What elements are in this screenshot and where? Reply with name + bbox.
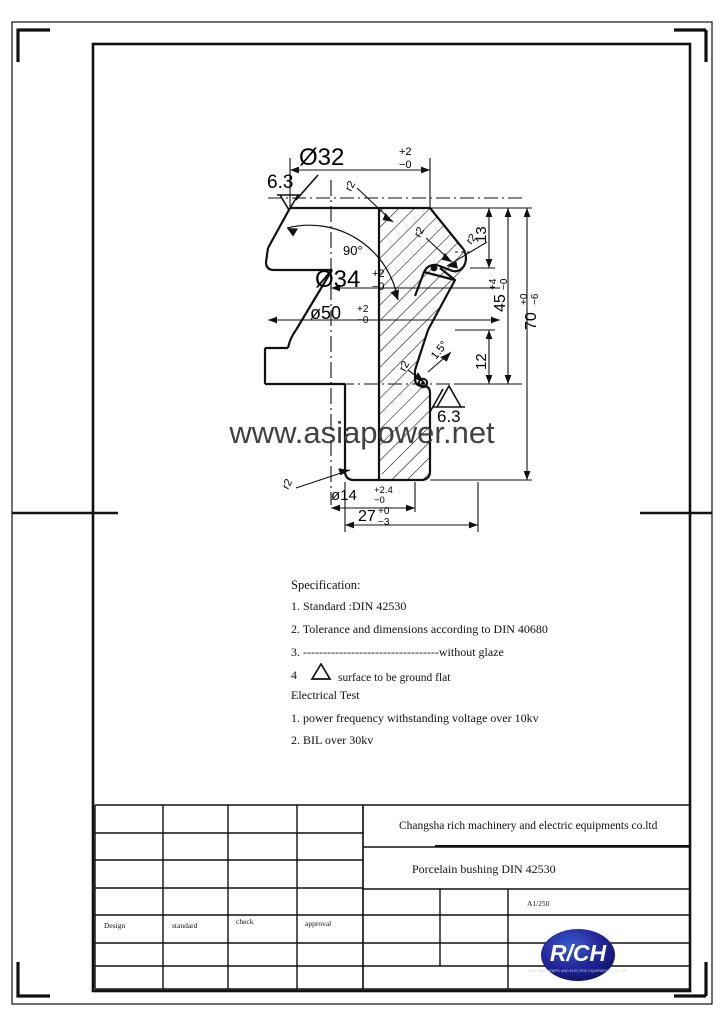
annotation-angle-90: 90°	[343, 243, 363, 258]
role-cell-standard: standard	[172, 921, 198, 930]
dim-stem-diameter-lower: −0	[374, 495, 385, 506]
spec-electrical-item-0: 1. power frequency withstanding voltage …	[291, 711, 539, 725]
specification-block: Specification: 1. Standard :DIN 42530 2.…	[291, 578, 548, 747]
dim-lower-height: 12	[473, 353, 490, 370]
dim-stem-diameter: ø14	[331, 487, 357, 504]
radius-dot-taper	[417, 377, 429, 389]
role-cell-design: Design	[104, 921, 125, 930]
spec-electrical-item-1: 2. BIL over 30kv	[291, 733, 373, 747]
dim-mid-diameter-lower: −0	[372, 281, 385, 293]
role-cell-check: check	[236, 917, 254, 926]
dim-mid-height: 45	[492, 294, 509, 312]
dim-stem-length: 27	[358, 508, 376, 525]
dim-stem-length-upper: +0	[378, 506, 390, 517]
title-block-company: Changsha rich machinery and electric equ…	[399, 820, 658, 832]
logo-wordmark: R/CH	[550, 940, 607, 966]
title-block-drawing-title: Porcelain bushing DIN 42530	[412, 862, 556, 876]
corner-marks	[16, 28, 708, 998]
watermark-text: www.asiapower.net	[228, 415, 495, 450]
dimension-lines	[268, 158, 532, 532]
dim-mid-height-lower: −0	[499, 278, 510, 290]
title-block-scale: A1/250	[527, 899, 550, 908]
surface-finish-bottom: 6.3	[429, 384, 465, 426]
dim-top-diameter-upper: +2	[399, 146, 412, 158]
logo-tagline: RICH MACHINERY AND ELECTRIC EQUIPMENTS C…	[529, 969, 627, 973]
inner-frame	[91, 42, 692, 993]
title-block-left-grid	[94, 804, 364, 990]
aux-centerlines	[268, 197, 525, 385]
dim-mid-height-upper: +4	[488, 278, 499, 290]
part-outline-right	[377, 206, 468, 482]
surface-finish-top: 6.3	[267, 172, 319, 212]
dim-mid-diameter: Ø34	[315, 266, 360, 293]
role-cell-approval: approval	[305, 919, 331, 928]
dim-shoulder-height: 13	[473, 226, 490, 243]
dim-flange-diameter-upper: +2	[357, 304, 369, 315]
surface-finish-bottom-value: 6.3	[437, 407, 461, 426]
spec-item-2: 3. ----------------------------------wit…	[291, 645, 504, 659]
title-block-role-labels: Design standard check approval	[104, 917, 331, 930]
triangle-icon	[310, 662, 332, 680]
dim-mid-diameter-upper: +2	[372, 268, 385, 280]
dim-top-diameter: Ø32	[299, 144, 344, 171]
dim-top-diameter-lower: −0	[399, 159, 412, 171]
spec-item-1: 2. Tolerance and dimensions according to…	[291, 622, 548, 636]
title-block: Design standard check approval Changsha …	[94, 804, 691, 990]
spec-item-3-text: surface to be ground flat	[338, 672, 451, 684]
dim-flange-diameter-lower: −0	[357, 315, 369, 326]
dim-stem-diameter-upper: +2.4	[374, 485, 393, 496]
dim-stem-length-lower: −3	[378, 517, 390, 528]
dim-total-height-lower: −6	[530, 293, 541, 305]
spec-item-0: 1. Standard :DIN 42530	[291, 599, 406, 613]
dim-total-height: 70	[523, 312, 540, 330]
dimension-text-group: Ø32 +2 −0 Ø34 +2 −0 ø50 +2 −0 ø14 +2.4 −…	[280, 144, 541, 528]
radius-dot-shoulder	[430, 264, 438, 272]
dim-flange-diameter: ø50	[310, 303, 341, 323]
spec-electrical-heading: Electrical Test	[291, 688, 360, 702]
dim-total-height-upper: +0	[519, 293, 530, 305]
logo-ellipse	[541, 929, 615, 981]
spec-item-3-number: 4	[291, 668, 297, 682]
spec-heading: Specification:	[291, 578, 360, 592]
rich-logo: R/CH RICH MACHINERY AND ELECTRIC EQUIPME…	[529, 929, 627, 981]
surface-finish-top-value: 6.3	[267, 172, 293, 193]
